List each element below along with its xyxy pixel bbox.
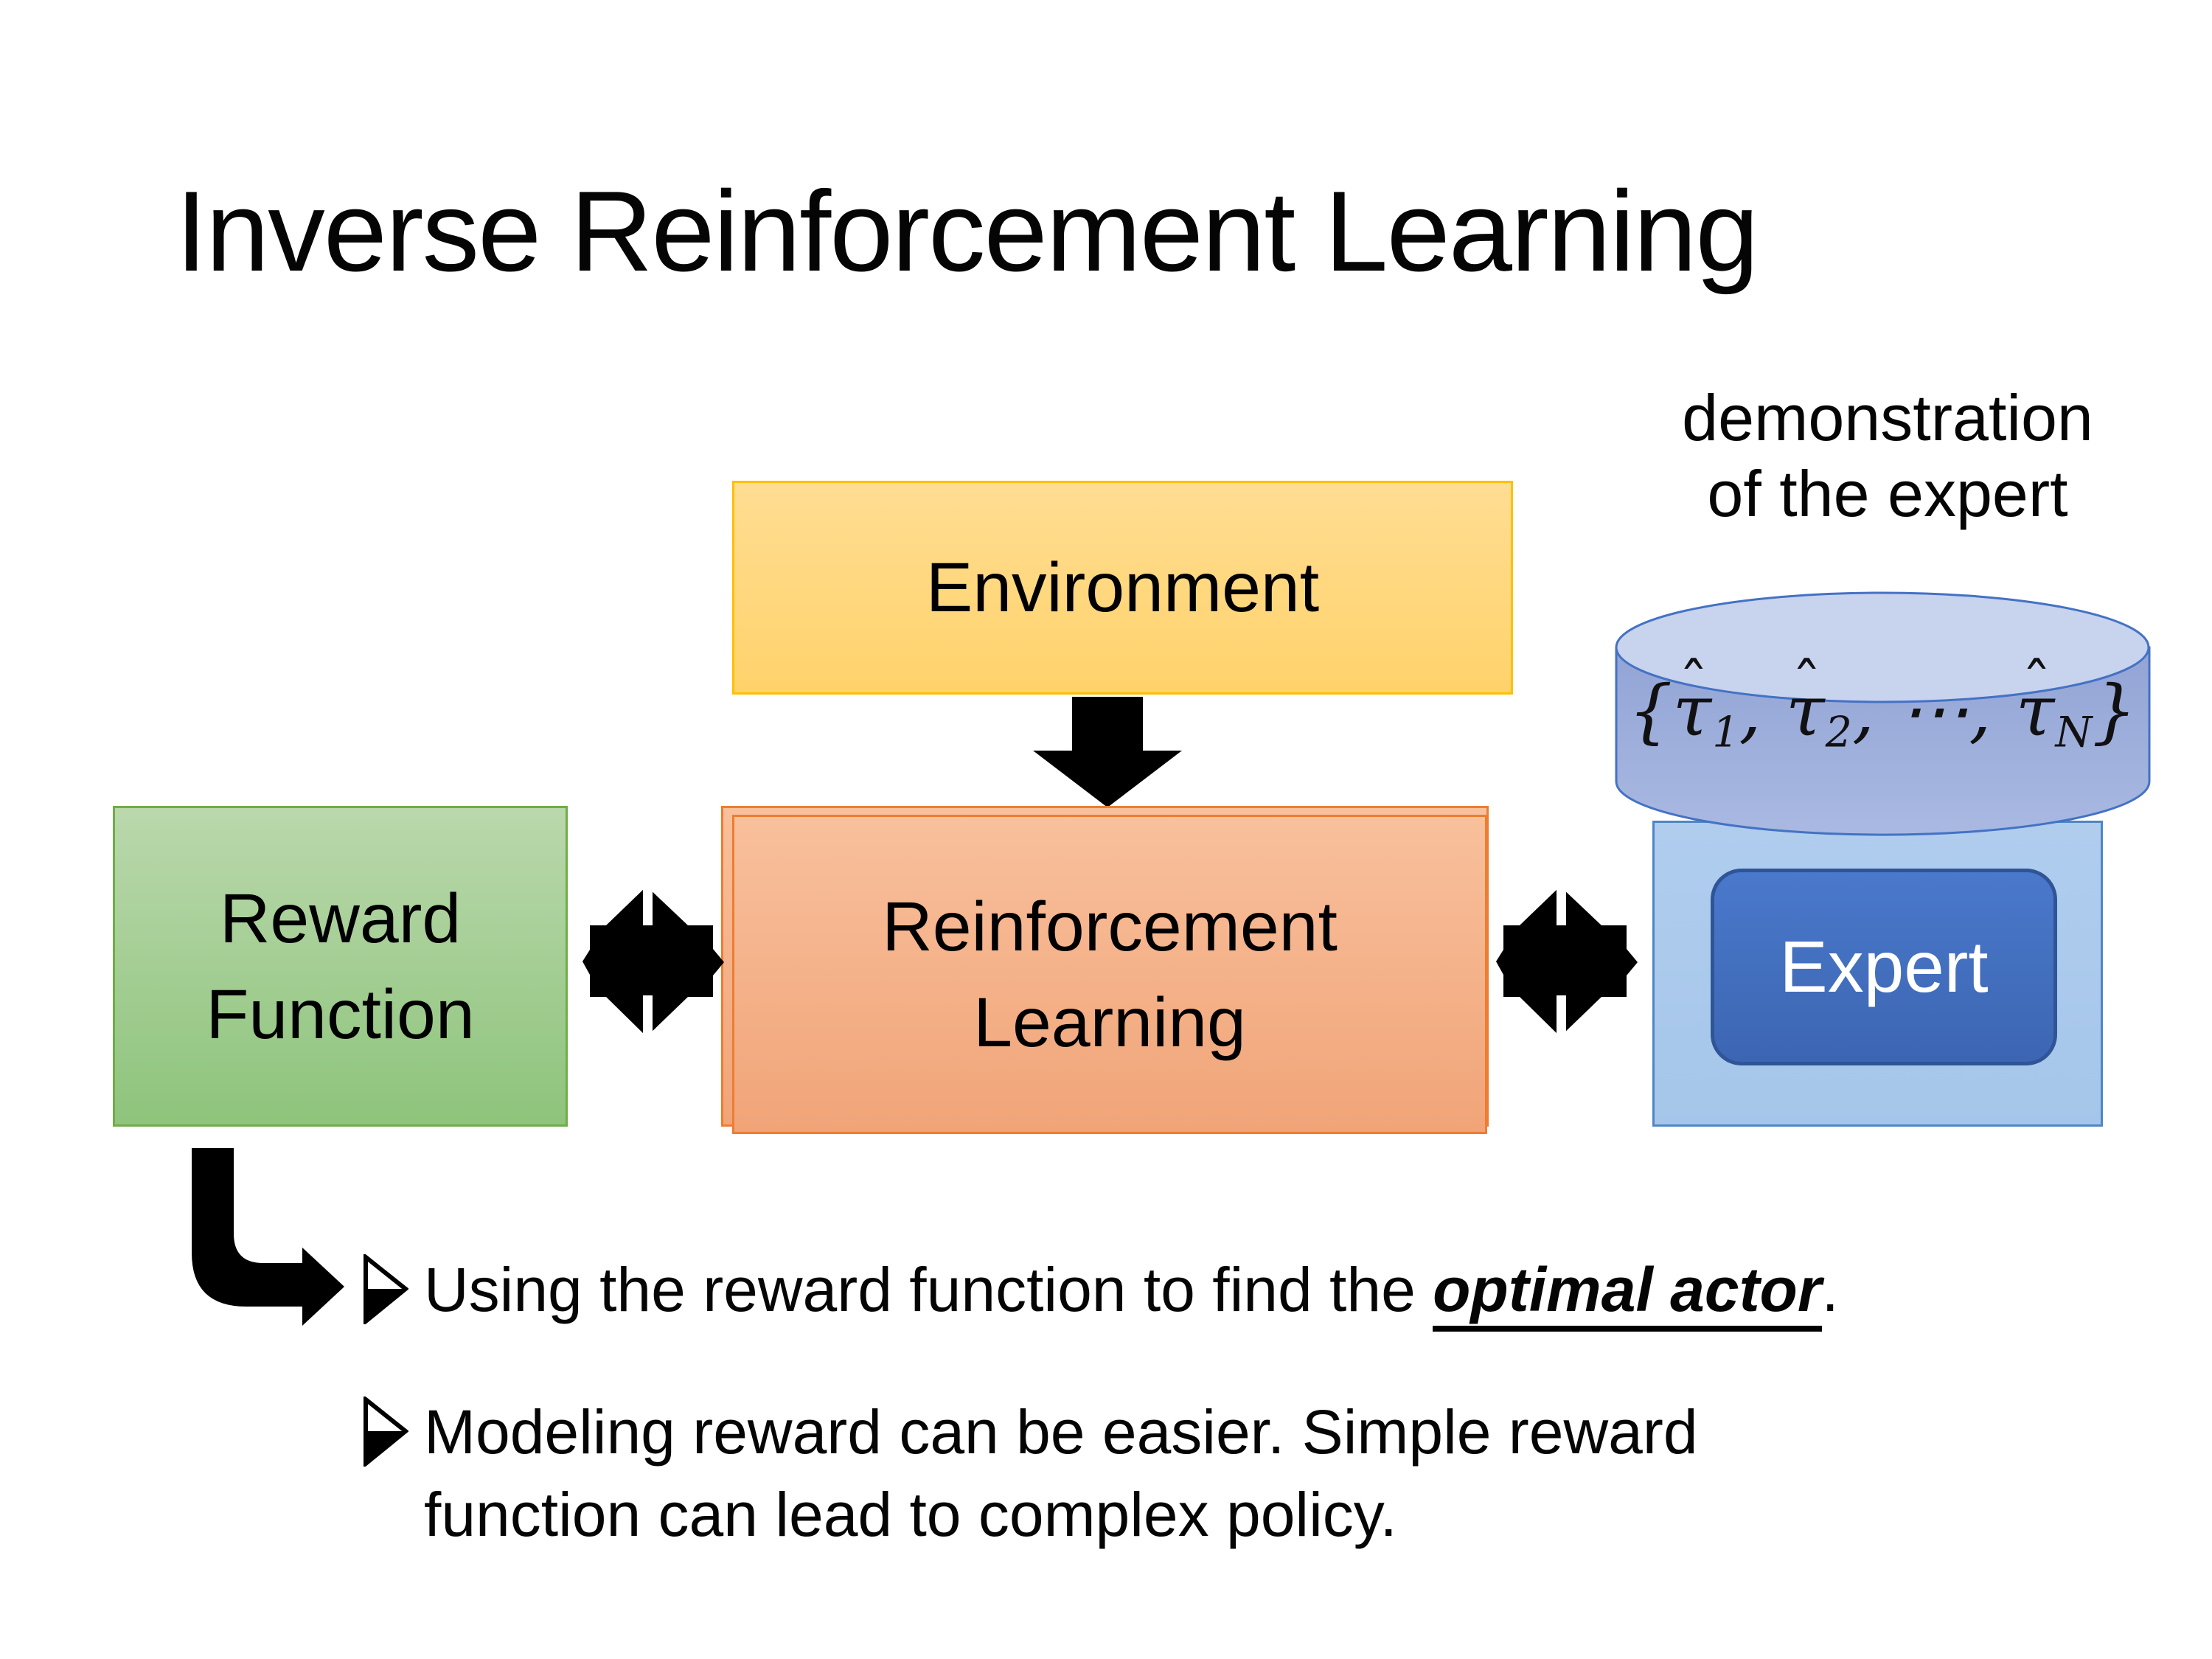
- subscript-n: N: [2055, 708, 2093, 757]
- environment-label: Environment: [925, 548, 1320, 627]
- demonstration-label-line1: demonstration: [1682, 381, 2093, 454]
- comma: ,: [1969, 670, 1992, 752]
- reward-label-line1: Reward: [219, 879, 462, 958]
- expert-box: Expert: [1711, 869, 2057, 1065]
- bullet-item-1: Using the reward function to find the op…: [363, 1248, 1839, 1332]
- subscript-1: 1: [1712, 708, 1739, 757]
- elbow-arrow-icon: [192, 1148, 344, 1326]
- database-cylinder-icon: [1615, 591, 2151, 836]
- exchange-arrow-icon-left: [582, 878, 724, 1037]
- expert-label: Expert: [1779, 926, 1989, 1007]
- hat-glyph: ˆ: [1678, 650, 1709, 720]
- bullet-2-text: Modeling reward can be easier. Simple re…: [424, 1391, 1862, 1556]
- bullet-arrow-icon: [364, 1397, 408, 1467]
- down-arrow-icon: [1033, 697, 1182, 807]
- bullet-1-prefix: Using the reward function to find the: [424, 1255, 1433, 1324]
- formula-close-brace: }: [2092, 670, 2137, 752]
- rl-label-line2: Learning: [973, 983, 1246, 1062]
- hat-glyph: ˆ: [1792, 650, 1822, 720]
- exchange-arrow-icon-right: [1496, 878, 1638, 1037]
- comma: ,: [1739, 670, 1761, 752]
- bullet-1-suffix: .: [1821, 1255, 1839, 1324]
- bullet-1-emphasis: optimal actor: [1433, 1255, 1822, 1332]
- bullet-item-2: Modeling reward can be easier. Simple re…: [363, 1391, 1862, 1556]
- tau-glyph: τ: [1672, 670, 1712, 752]
- environment-box: Environment: [732, 481, 1513, 695]
- bullet-arrow-icon: [364, 1254, 408, 1324]
- page-title: Inverse Reinforcement Learning: [175, 167, 1759, 295]
- reinforcement-learning-box: Reinforcement Learning: [732, 815, 1487, 1134]
- reward-label-line2: Function: [206, 975, 475, 1054]
- hat-glyph: ˆ: [2021, 650, 2052, 720]
- bullet-2-line2: function can lead to complex policy.: [424, 1480, 1397, 1549]
- tau-glyph: τ: [2015, 670, 2055, 752]
- rl-label-line1: Reinforcement: [882, 887, 1338, 966]
- ellipsis-dots: ⋯: [1899, 670, 1969, 752]
- reward-function-box: Reward Function: [113, 806, 568, 1127]
- tau-glyph: τ: [1785, 670, 1825, 752]
- subscript-2: 2: [1825, 708, 1852, 757]
- bullet-1-text: Using the reward function to find the op…: [424, 1248, 1839, 1332]
- formula-open-brace: {: [1628, 670, 1673, 752]
- demonstration-label: demonstration of the expert: [1607, 380, 2168, 532]
- demonstration-label-line2: of the expert: [1707, 457, 2068, 530]
- comma: ,: [1851, 670, 1875, 752]
- bullet-2-line1: Modeling reward can be easier. Simple re…: [424, 1397, 1698, 1467]
